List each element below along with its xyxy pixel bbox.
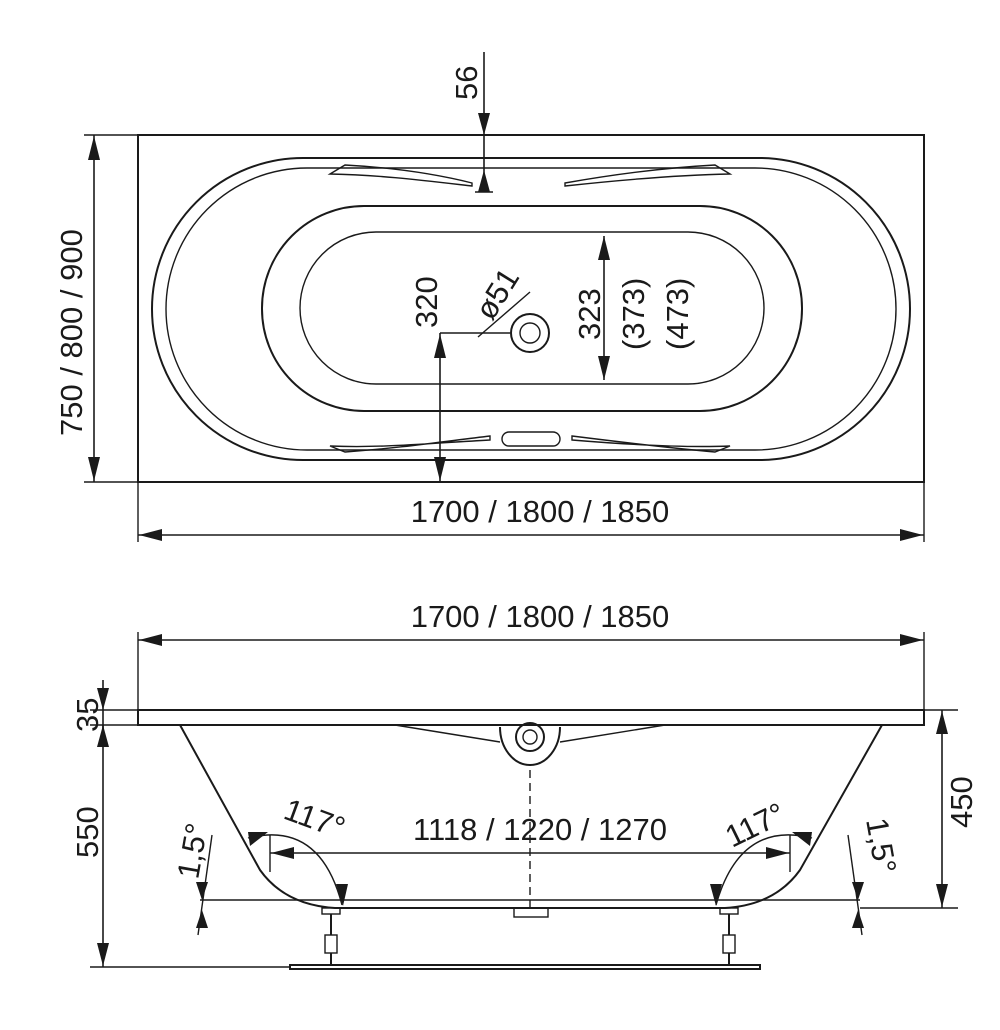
slope-left-arrow-bottom [196,910,208,928]
angle-arc-left-arrow-a [248,832,268,846]
inner-contour-right [559,724,666,743]
label-angle-right: 117° [720,796,791,855]
slope-right-arrow-bottom [852,910,864,928]
rim-profile [137,709,925,726]
label-drain-offset: 320 [409,276,444,328]
label-total-height: 550 [70,806,105,858]
dim-56-arrow-bottom [478,170,490,192]
dim-450-arrow-top [936,711,948,734]
drain-outer [510,313,550,353]
waste-outlet [513,907,549,918]
rim-inner-oval [165,167,897,451]
label-slope-left: 1,5° [170,820,214,881]
armrest-top-left [327,164,473,187]
dim-56-arrow-top [478,113,490,135]
label-rim-thickness: 35 [70,698,105,732]
label-bottom-length: 1118 / 1220 / 1270 [413,812,667,847]
drain-inner [519,322,541,344]
armrest-bottom-right [571,435,731,453]
label-overall-length-top: 1700 / 1800 / 1850 [411,494,670,529]
label-rim-offset: 56 [449,66,484,100]
rim-outer-oval [151,157,911,461]
basin-inner-oval [299,231,765,385]
dim-323-arrow-top [598,236,610,260]
drain-side-inner [522,729,538,745]
label-overall-width: 750 / 800 / 900 [54,229,89,436]
dim-bottom-length-arrow-left [271,847,294,859]
armrest-top-right [564,164,733,187]
angle-arc-left [247,834,343,906]
inner-contour-left [394,724,501,743]
angle-arc-left-arrow-b [336,884,348,906]
dim-320-arrow-top [434,334,446,358]
dim-length-side-arrow-left [139,634,162,646]
dim-length-top-arrow-right [900,529,923,541]
label-slope-right: 1,5° [859,815,903,876]
slope-right-arrow-top [852,882,864,900]
tub-outline-top [137,134,925,483]
drain-leader [477,291,531,338]
leg-right [719,907,739,965]
label-inner-width-1: 323 [572,288,607,340]
top-view: 56 750 / 800 / 900 320 ø51 323 (373) (47… [54,52,925,542]
slope-left-arrow-top [196,882,208,900]
drain-side-bowl [499,726,561,766]
dim-550-arrow-bottom [97,943,109,966]
label-inner-width-3: (473) [660,278,695,350]
dim-length-top-arrow-left [139,529,162,541]
side-view: 1700 / 1800 / 1850 [70,599,979,970]
dim-35-arrow-top [97,688,109,710]
label-tub-height: 450 [944,776,979,828]
dim-length-side-arrow-right [900,634,923,646]
label-overall-length-side: 1700 / 1800 / 1850 [411,599,670,634]
angle-arc-right-arrow-b [710,884,722,906]
dim-bottom-length-arrow-right [766,847,789,859]
leg-left [321,907,341,965]
dim-450-arrow-bottom [936,884,948,907]
dim-323-arrow-bottom [598,356,610,380]
dim-width-arrow-top [88,136,100,160]
basin-outer-oval [261,205,803,412]
drain-side-outer [515,722,545,752]
angle-arc-right [715,834,813,906]
armrest-bottom-left [329,435,491,453]
angle-arc-right-arrow-a [792,832,812,846]
floor-line [289,964,761,970]
label-inner-width-2: (373) [616,278,651,350]
dim-width-arrow-bottom [88,457,100,481]
overflow-slot [501,431,561,447]
label-drain-diameter: ø51 [468,262,526,326]
dim-320-arrow-bottom [434,457,446,481]
